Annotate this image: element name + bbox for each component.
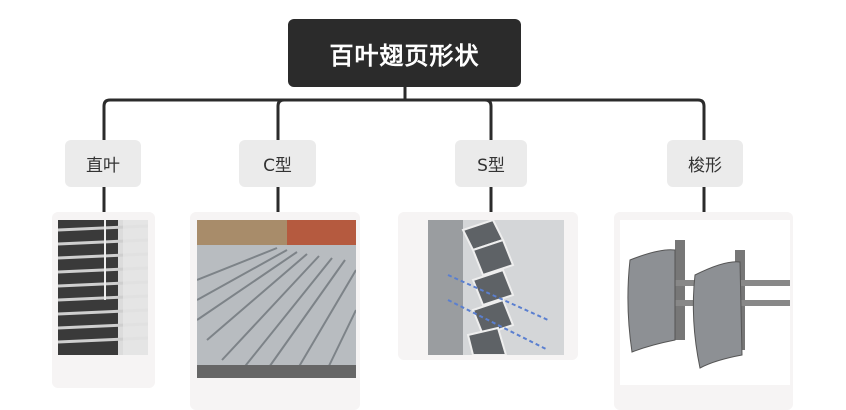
node-shuttle[interactable]: 梭形 [667, 140, 743, 187]
connector-bus [102, 98, 706, 140]
straight-louver-photo [58, 220, 148, 355]
c-shaped-louver-photo [197, 220, 356, 378]
connector-c [276, 98, 285, 140]
image-card-straight [52, 212, 155, 388]
root-node[interactable]: 百叶翅页形状 [288, 19, 521, 87]
connector-images [102, 187, 706, 222]
image-card-shuttle [614, 212, 793, 410]
node-straight[interactable]: 直叶 [65, 140, 141, 187]
node-c-shape[interactable]: C型 [239, 140, 316, 187]
s-shaped-louver-photo [428, 220, 564, 355]
image-card-c-shape [190, 212, 360, 410]
image-card-s-shape [398, 212, 578, 360]
shuttle-shaped-louver-photo [620, 220, 790, 385]
connector-s [484, 98, 493, 140]
node-s-shape[interactable]: S型 [455, 140, 527, 187]
